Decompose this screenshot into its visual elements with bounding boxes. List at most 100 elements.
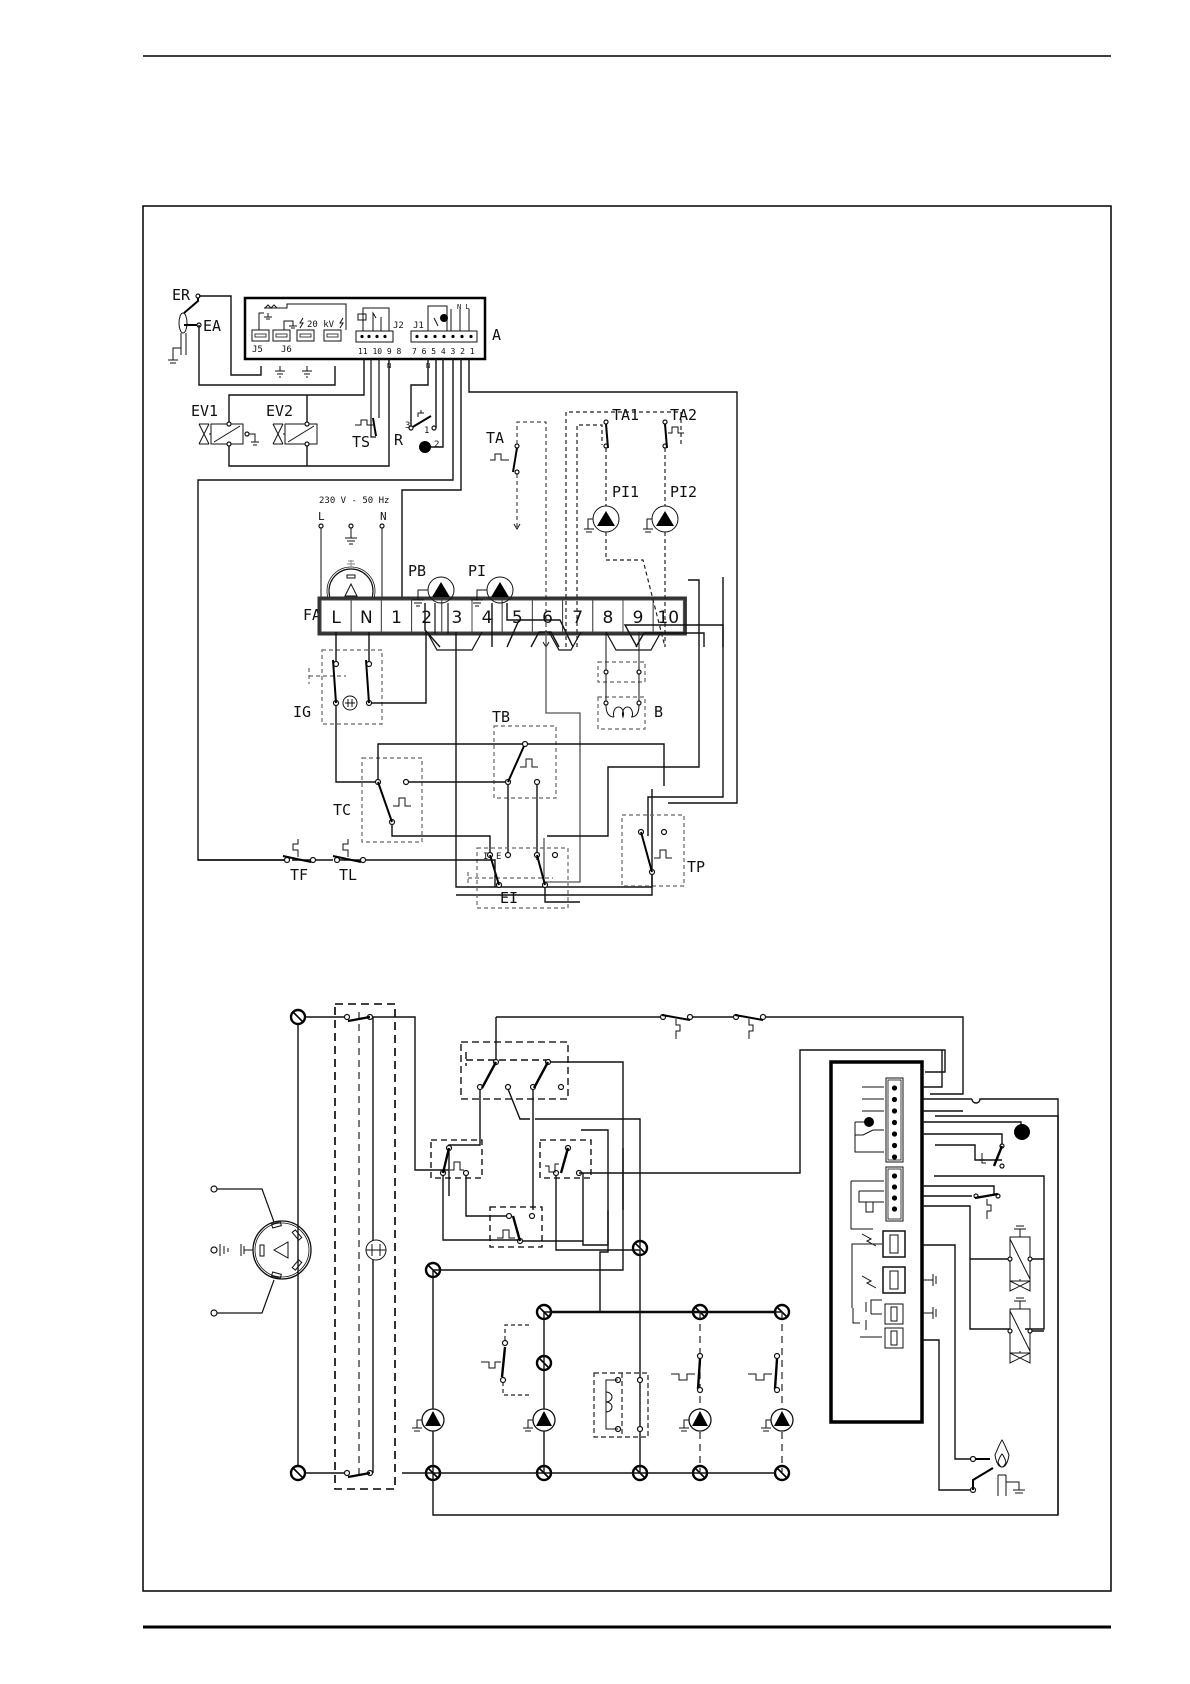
pump-impeller [425,1411,441,1426]
ground-icon [523,1419,533,1432]
ei-pos-i: I [483,852,488,862]
connector-pin [891,1142,898,1149]
upper-diagram: 20 kV J5 J6 J2 11 10 9 8 J1 7 6 5 4 3 2 … [168,286,738,909]
board-label: A [492,326,501,344]
tl-label: TL [339,866,357,884]
screw-slot [292,1467,304,1479]
lower-pumps [412,1408,794,1432]
pi-label: PI [468,562,486,580]
spark-icon [299,317,304,329]
b-label: B [654,703,663,721]
terminal-label: 5 [512,608,523,628]
main-switch-ig: IG [293,632,427,725]
boiler-thermostat-tb: TB [492,708,557,799]
j5-label: J5 [252,345,263,355]
terminal-label: 8 [602,608,613,628]
heater-b: B [597,632,663,730]
screw-slot [292,1011,304,1023]
pump-thermostat-tp: TP [456,814,705,896]
limit-thermostats: TF TL [198,839,496,887]
spark-icon [339,317,344,329]
reset-pin-2: 2 [434,440,439,450]
terminal-label: 2 [421,608,432,628]
er-label: ER [172,286,191,304]
supply-label: 230 V - 50 Hz [319,496,389,506]
terminal-label: 3 [451,608,462,628]
supply-line-label: L [318,510,325,523]
strip-bridges [426,631,662,651]
hv-label: 20 kV [307,320,335,330]
ta-label: TA [486,429,504,447]
pi1-label: PI1 [612,483,639,501]
heating-thermostat-tc: TC [333,757,423,843]
terminal-cell [350,599,382,633]
ground-icon [412,1419,422,1432]
ground-icon [761,1419,771,1432]
connector-j5 [251,329,270,342]
pump-impeller [774,1411,790,1426]
reset-lamp-icon [419,441,431,453]
ei-pos-e: E [496,852,501,862]
j2-pin-numbers: 11 10 9 8 [358,347,402,356]
reset-button-r[interactable]: R 3 1 2 N N [387,359,444,453]
n-wire-j2: N [387,362,391,370]
j1-pin-numbers: 7 6 5 4 3 2 1 [412,347,475,356]
lamp-icon [440,314,448,322]
terminal-cell [562,599,594,633]
terminal-cell [592,599,624,633]
ts-label: TS [352,433,370,451]
terminal-label: 4 [482,608,493,628]
pump-impeller [692,1411,708,1426]
ev2-label: EV2 [266,402,293,420]
tp-label: TP [687,858,705,876]
terminal-label: 6 [542,608,553,628]
connector-pin [891,1096,898,1103]
electrodes: ER EA [168,286,336,386]
connector-pin [891,1184,898,1190]
tf-label: TF [290,866,308,884]
room-thermostat-ta: TA [486,421,550,648]
control-board: 20 kV J5 J6 J2 11 10 9 8 J1 7 6 5 4 3 2 … [243,296,501,378]
ev1-label: EV1 [191,402,218,420]
pb-label: PB [408,562,426,580]
ig-label: IG [293,703,311,721]
lower-diagram [210,1003,1059,1516]
connector-pin [891,1131,898,1137]
terminal-label: 10 [657,608,679,628]
socket-label: FA [303,606,321,624]
connector-j6 [272,329,342,342]
gas-valves: EV1 EV2 [191,359,390,467]
pump-pb: PB [408,562,455,648]
safety-thermostat-ts: TS [352,359,380,451]
ta2-label: TA2 [670,406,697,424]
lamp-icon [1014,1124,1030,1140]
reset-pin-3: 3 [405,421,410,431]
connector-j2 [355,330,394,343]
board-nl-marks: N L [457,303,470,311]
socket-symbol [210,1185,312,1317]
ta1-label: TA1 [612,406,639,424]
pi2-label: PI2 [670,483,697,501]
terminal-cell [380,599,413,633]
reset-pin-1: 1 [424,426,429,436]
tb-label: TB [492,708,510,726]
j6-label: J6 [281,345,292,355]
control-board-lower [829,1060,924,1424]
connector-pin [891,1108,898,1114]
terminal-cell [652,599,684,633]
terminal-label: 7 [572,608,583,628]
terminal-label: L [331,608,341,628]
n-wire-j1: N [426,362,430,370]
ground-icon [679,1419,689,1432]
connector-pin [891,1173,898,1179]
pump-pi: PI [468,562,574,648]
diagram-frame [142,205,1112,1592]
pump-impeller [536,1411,552,1426]
terminal-cell [441,599,473,633]
terminal-label: N [360,608,373,628]
terminal-label: 9 [633,608,644,628]
connector-pin [891,1119,898,1126]
winter-summer-switch-ei: I E EI [467,847,580,909]
